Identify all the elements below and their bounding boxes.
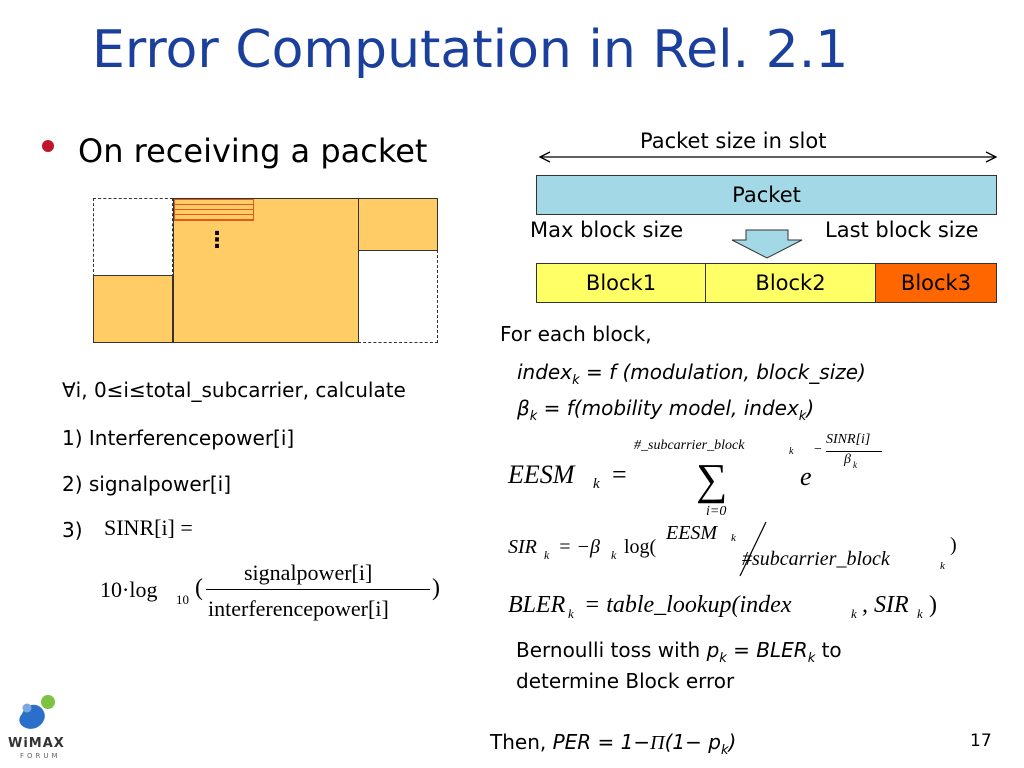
bernoulli-eq: = BLER [726, 638, 808, 662]
bernoulli-bler-sub: k [807, 651, 816, 666]
sinr-close-paren: ) [432, 575, 440, 601]
block2-label: Block2 [755, 271, 826, 295]
block1: Block1 [536, 263, 706, 303]
packet-label: Packet [732, 183, 801, 207]
then-per: PER = 1− [552, 730, 651, 754]
exp-denominator: β [844, 452, 851, 467]
packet-box: Packet [536, 175, 997, 215]
exp-numerator: SINR[i] [826, 432, 871, 447]
beta-line: βk = f(mobility model, indexk) [517, 396, 814, 424]
then-per-line: Then, PER = 1−Π(1− pk) [490, 730, 736, 758]
packet-size-label: Packet size in slot [640, 129, 827, 153]
sum-upper: #_subcarrier_block [634, 438, 745, 453]
sum-lower: i=0 [706, 504, 727, 519]
then-close: ) [728, 730, 737, 754]
bler-rhs-sub2: k [917, 606, 923, 621]
ellipsis-dots: ⋮ [206, 228, 228, 253]
wimax-logo-sub: FORUM [20, 752, 61, 760]
sir-fraction-slash [739, 521, 767, 577]
block3-label: Block3 [900, 271, 972, 295]
sir-mid: = −β [558, 536, 600, 558]
sinr-numerator: signalpower[i] [244, 560, 373, 585]
bullet-dot [42, 140, 54, 152]
index-line: indexk = f (modulation, block_size) [517, 360, 866, 388]
step-signal: 2) signalpower[i] [62, 472, 232, 496]
then-pi: Π [650, 732, 665, 754]
forall-line: ∀i, 0≤i≤total_subcarrier, calculate [62, 378, 406, 402]
sir-mid-sub: k [611, 548, 617, 562]
sinr-denominator: interferencepower[i] [208, 596, 389, 621]
dashed-region-right [358, 250, 438, 343]
bler-comma-sir: , SIR [862, 592, 909, 618]
bler-formula: BLER k = table_lookup(index k , SIR k ) [508, 588, 968, 624]
sir-num-sub: k [731, 532, 736, 544]
bler-lhs: BLER [508, 592, 566, 618]
step-interference: 1) Interferencepower[i] [62, 426, 295, 450]
eesm-sub: k [593, 476, 600, 492]
slide-title: Error Computation in Rel. 2.1 [92, 20, 849, 80]
bernoulli-text-b: to [815, 638, 842, 662]
block3: Block3 [875, 263, 997, 303]
sinr-log-sub: 10 [176, 592, 189, 607]
eesm-lhs: EESM [508, 460, 575, 489]
exp-fraction-bar [826, 451, 882, 452]
index-lhs: index [517, 360, 573, 384]
sir-log: log( [624, 536, 657, 558]
sinr-fraction-bar [206, 589, 430, 590]
eesm-equals: = [612, 460, 627, 489]
sum-upper-sub: k [789, 446, 794, 457]
sir-den-sub: k [940, 560, 945, 572]
beta-rhs: = f(mobility model, index [537, 396, 799, 420]
bler-sub: k [568, 606, 574, 621]
then-text: Then, [490, 730, 553, 754]
bernoulli-line1: Bernoulli toss with pk = BLERk to [516, 638, 842, 666]
sinr-prefix: 10·log [100, 577, 158, 602]
index-rhs: = f (modulation, block_size) [579, 360, 866, 384]
bernoulli-text-a: Bernoulli toss with [516, 638, 707, 662]
packet-size-arrow [538, 151, 998, 163]
step-sinr-expr: SINR[i] = [104, 515, 193, 540]
exp-den-sub: k [853, 460, 857, 470]
sir-lhs: SIR [508, 536, 537, 558]
sinr-formula: 10·log 10 ( signalpower[i] interferencep… [100, 560, 460, 630]
beta-lhs: β [517, 396, 530, 420]
block2: Block2 [705, 263, 876, 303]
for-each-block: For each block, [500, 322, 652, 346]
sum-symbol: ∑ [696, 455, 728, 504]
sir-denominator: #subcarrier_block [742, 548, 890, 570]
page-number: 17 [970, 731, 992, 751]
then-sub: k [720, 743, 729, 758]
wimax-logo-icon [19, 695, 55, 729]
alloc-block-main [173, 198, 359, 343]
last-block-label: Last block size [825, 218, 979, 242]
exp-base: e [800, 462, 812, 491]
step-sinr-num: 3) [62, 518, 83, 542]
bullet-text: On receiving a packet [78, 132, 428, 170]
sir-close: ) [950, 534, 957, 556]
subcarrier-stripes [174, 199, 254, 221]
sinr-open-paren: ( [195, 575, 203, 601]
block1-label: Block1 [585, 271, 657, 295]
alloc-block-left [93, 275, 173, 343]
bler-rhs-sub1: k [851, 606, 857, 621]
wimax-logo-word: WiMAX [8, 736, 65, 751]
sir-formula: SIR k = −β k log( EESM k #subcarrier_blo… [508, 518, 968, 578]
index-sub: k [572, 373, 580, 388]
bernoulli-p-sub: k [719, 651, 727, 666]
then-rest: (1− p [664, 730, 721, 754]
eesm-formula: EESM k = #_subcarrier_block k ∑ i=0 e − … [508, 432, 908, 524]
beta-rhs-sub: k [798, 409, 807, 424]
bler-rhs: = table_lookup(index [584, 592, 792, 618]
exp-minus: − [814, 442, 822, 457]
bernoulli-p: p [706, 638, 720, 662]
sir-sub: k [544, 548, 550, 562]
beta-rhs-close: ) [806, 396, 815, 420]
bler-close: ) [929, 592, 937, 618]
sir-numerator: EESM [666, 522, 718, 544]
alloc-block-right [358, 198, 438, 251]
down-arrow-icon [731, 229, 803, 259]
max-block-label: Max block size [530, 218, 684, 242]
bernoulli-line2: determine Block error [516, 669, 735, 693]
beta-sub: k [529, 409, 538, 424]
